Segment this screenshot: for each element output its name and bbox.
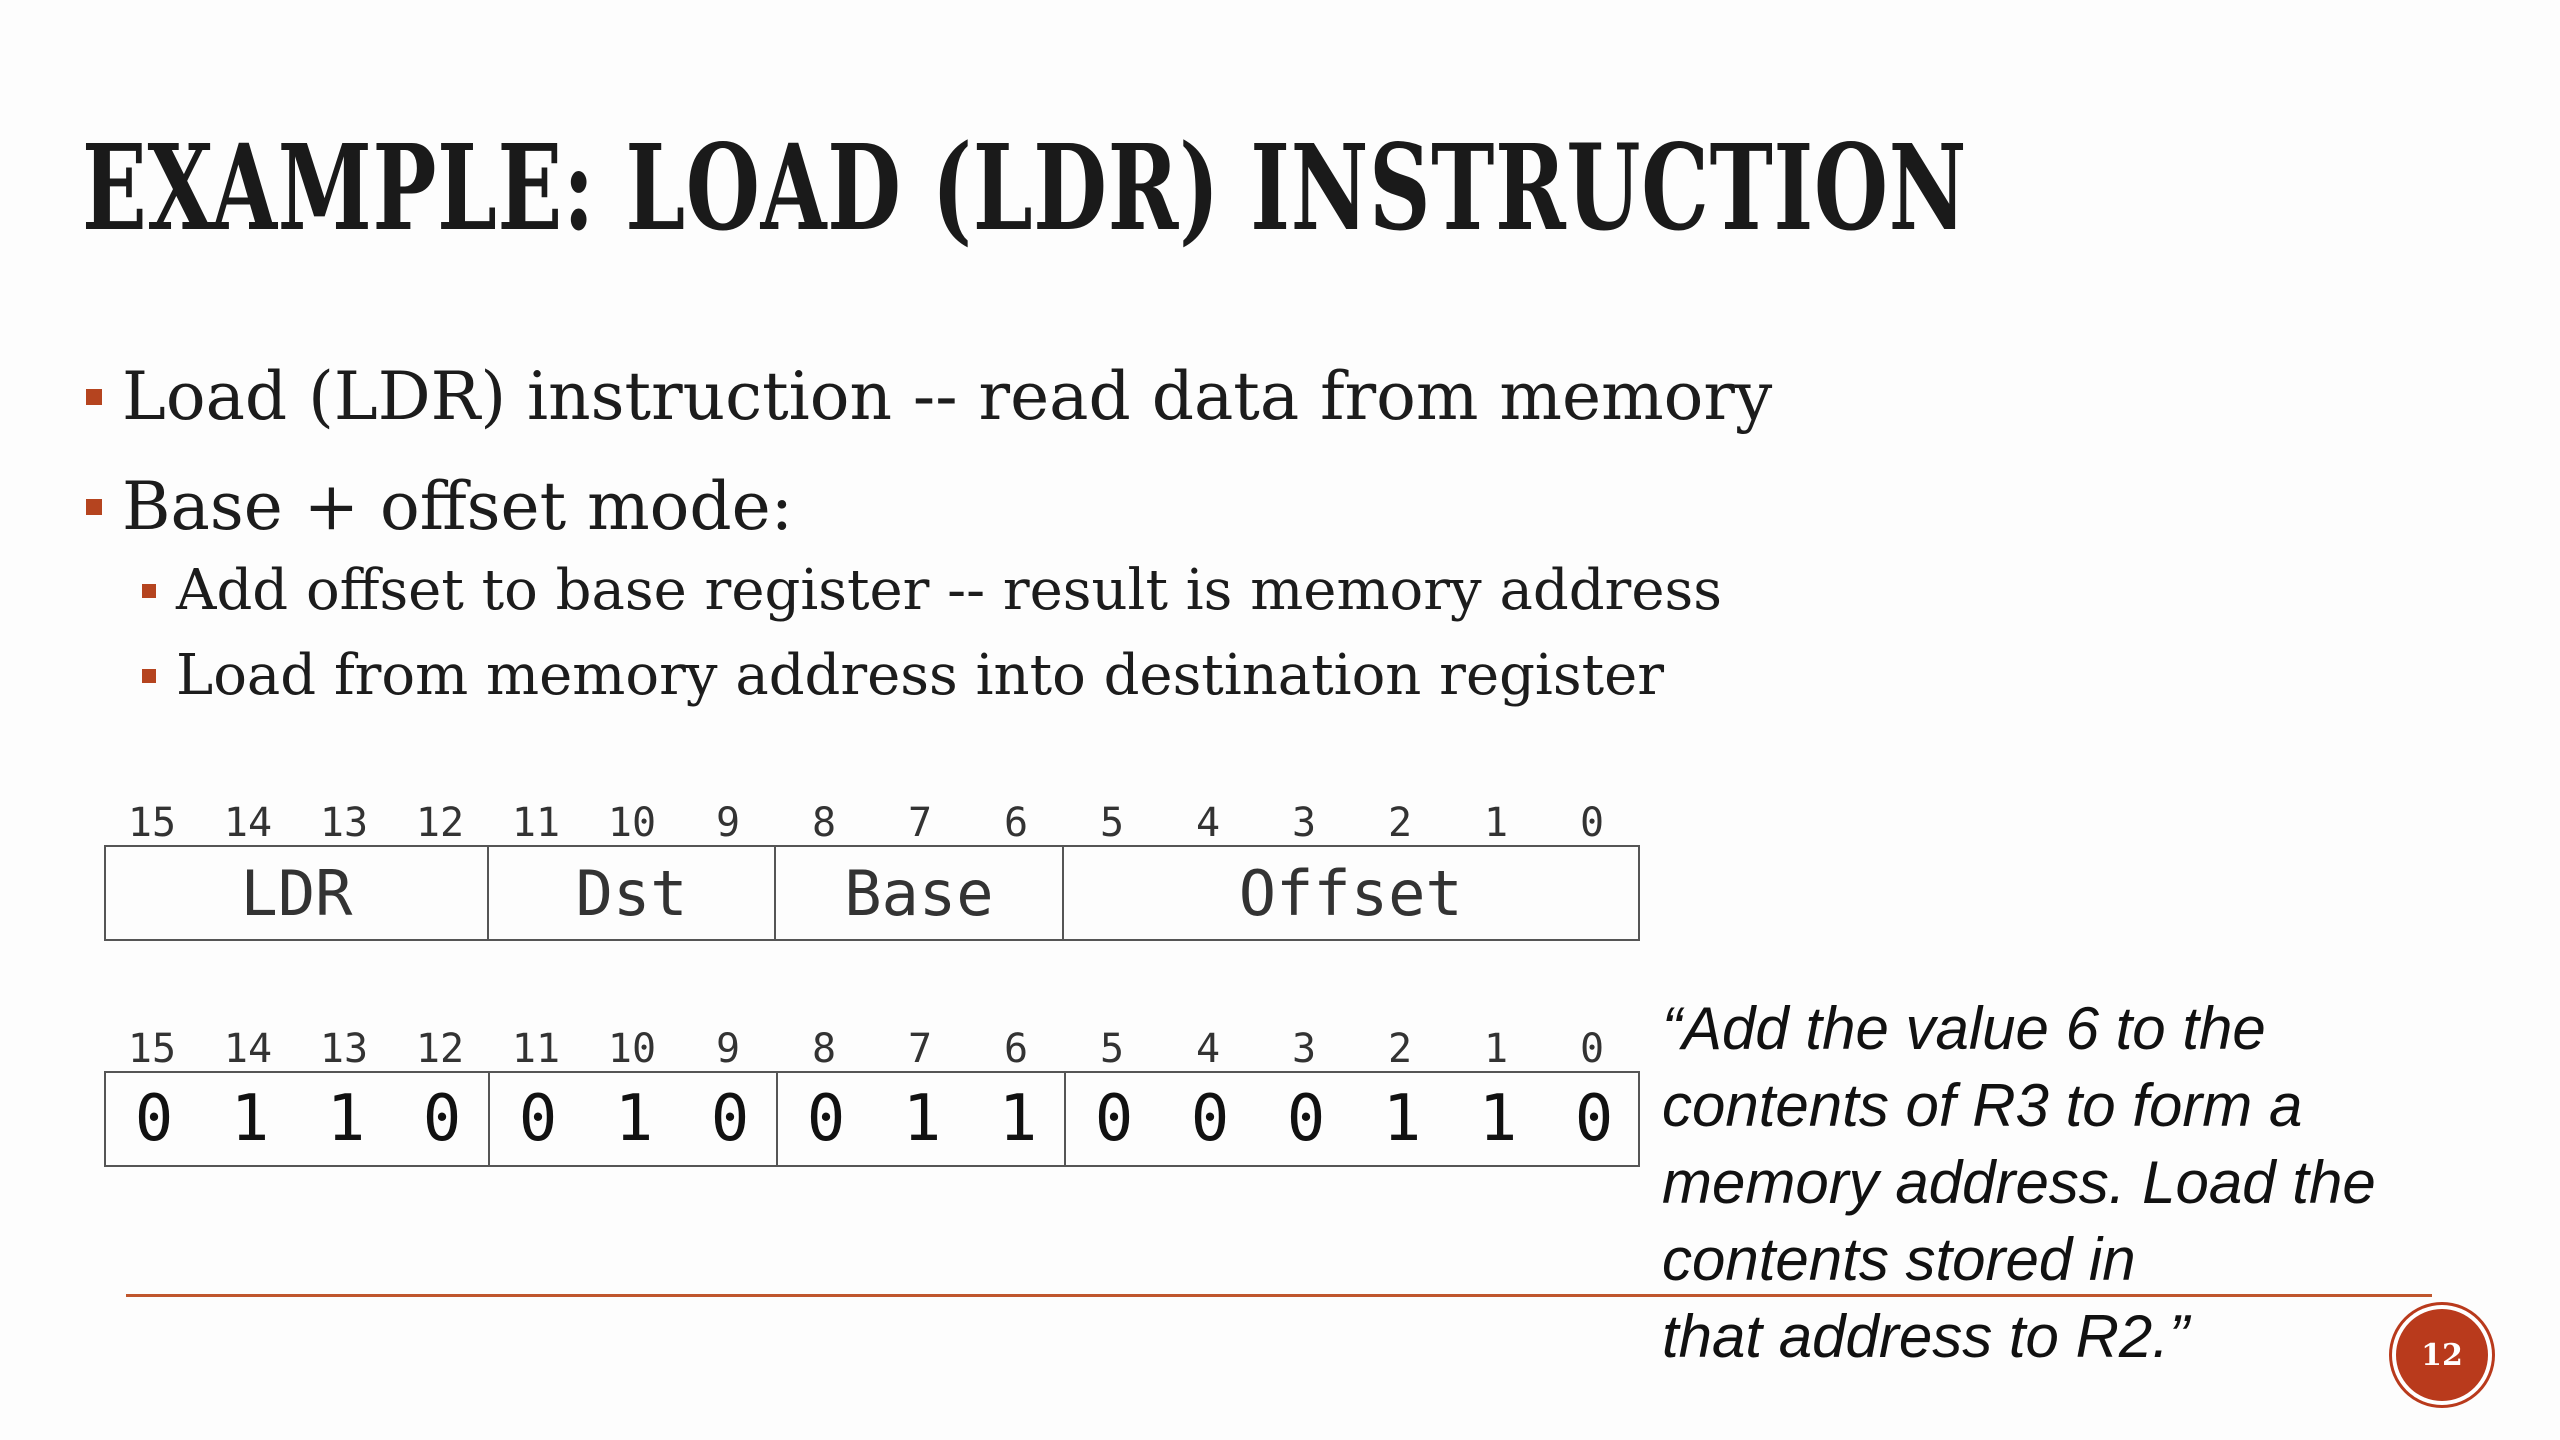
format-bit-number: 12 xyxy=(415,800,465,846)
encoding-bit: 1 xyxy=(998,1082,1038,1156)
encoding-bit: 1 xyxy=(230,1082,270,1156)
bullet-text: Load from memory address into destinatio… xyxy=(176,643,1664,708)
page-number-badge: 12 xyxy=(2396,1309,2488,1401)
encoding-bit: 1 xyxy=(326,1082,366,1156)
format-bit-number: 14 xyxy=(223,800,273,846)
format-bit-number: 4 xyxy=(1195,800,1221,846)
quote-line: “Add the value 6 to the xyxy=(1662,995,2266,1062)
encoding-bit: 0 xyxy=(806,1082,846,1156)
encoding-bit: 0 xyxy=(1286,1082,1326,1156)
quote-line: that address to R2.” xyxy=(1662,1303,2189,1370)
encoding-bit: 0 xyxy=(1094,1082,1134,1156)
field-separator xyxy=(1064,1073,1066,1165)
encoding-bit: 0 xyxy=(710,1082,750,1156)
format-bit-number: 5 xyxy=(1099,800,1125,846)
bullet-square-icon xyxy=(86,389,102,405)
encoding-bit: 1 xyxy=(614,1082,654,1156)
format-bit-number: 15 xyxy=(127,800,177,846)
bullet-text: Add offset to base register -- result is… xyxy=(176,558,1722,623)
sub-bullet-1: Add offset to base register -- result is… xyxy=(142,551,1722,631)
encoding-bit: 0 xyxy=(1574,1082,1614,1156)
field-offset: Offset xyxy=(1238,856,1463,930)
format-bit-number: 3 xyxy=(1291,800,1317,846)
encoding-bit-number: 2 xyxy=(1387,1026,1413,1072)
field-ldr: LDR xyxy=(106,847,489,939)
format-bit-number: 8 xyxy=(811,800,837,846)
format-bit-number: 7 xyxy=(907,800,933,846)
encoding-bit: 1 xyxy=(1382,1082,1422,1156)
format-bit-number: 10 xyxy=(607,800,657,846)
field-base: Base xyxy=(776,847,1064,939)
bullet-1: Load (LDR) instruction -- read data from… xyxy=(86,352,1772,442)
format-bit-number: 6 xyxy=(1003,800,1029,846)
encoding-bit-number: 15 xyxy=(127,1026,177,1072)
encoding-bit-number: 1 xyxy=(1483,1026,1509,1072)
encoding-bit-number: 3 xyxy=(1291,1026,1317,1072)
encoding-bit-number: 7 xyxy=(907,1026,933,1072)
quote-line: contents stored in xyxy=(1662,1226,2136,1293)
explanation-quote: “Add the value 6 to the contents of R3 t… xyxy=(1662,990,2522,1375)
format-bit-number: 11 xyxy=(511,800,561,846)
bullet-text: Load (LDR) instruction -- read data from… xyxy=(122,358,1773,435)
encoding-bit-number: 10 xyxy=(607,1026,657,1072)
encoding-bit-number: 6 xyxy=(1003,1026,1029,1072)
bullet-square-icon xyxy=(86,499,102,515)
bullet-square-icon xyxy=(142,668,156,683)
format-bit-number: 1 xyxy=(1483,800,1509,846)
slide-title: EXAMPLE: LOAD (LDR) INSTRUCTION xyxy=(82,118,1968,257)
quote-line: memory address. Load the xyxy=(1662,1149,2376,1216)
encoding-bit: 0 xyxy=(1190,1082,1230,1156)
field-separator xyxy=(488,1073,490,1165)
encoding-bit-number: 8 xyxy=(811,1026,837,1072)
encoding-bit-number: 9 xyxy=(715,1026,741,1072)
encoding-bit-number: 0 xyxy=(1579,1026,1605,1072)
format-bit-number: 13 xyxy=(319,800,369,846)
format-bit-number: 2 xyxy=(1387,800,1413,846)
format-bit-number: 9 xyxy=(715,800,741,846)
field-dst: Dst xyxy=(489,847,777,939)
sub-bullet-2: Load from memory address into destinatio… xyxy=(142,636,1664,716)
encoding-bit-number: 14 xyxy=(223,1026,273,1072)
bullet-square-icon xyxy=(142,583,156,598)
format-bit-number: 0 xyxy=(1579,800,1605,846)
encoding-bit-number: 12 xyxy=(415,1026,465,1072)
bullet-text: Base + offset mode: xyxy=(122,468,793,545)
encoding-bit: 0 xyxy=(134,1082,174,1156)
bullet-2: Base + offset mode: xyxy=(86,462,793,552)
encoding-bit: 0 xyxy=(422,1082,462,1156)
encoding-bit-number: 5 xyxy=(1099,1026,1125,1072)
encoding-bit: 0 xyxy=(518,1082,558,1156)
encoding-bit: 1 xyxy=(1478,1082,1518,1156)
encoding-bit-number: 4 xyxy=(1195,1026,1221,1072)
field-separator xyxy=(776,1073,778,1165)
quote-line: contents of R3 to form a xyxy=(1662,1072,2303,1139)
encoding-bit-number: 11 xyxy=(511,1026,561,1072)
encoding-bit-number: 13 xyxy=(319,1026,369,1072)
encoding-bit: 1 xyxy=(902,1082,942,1156)
footer-divider xyxy=(126,1294,2432,1297)
